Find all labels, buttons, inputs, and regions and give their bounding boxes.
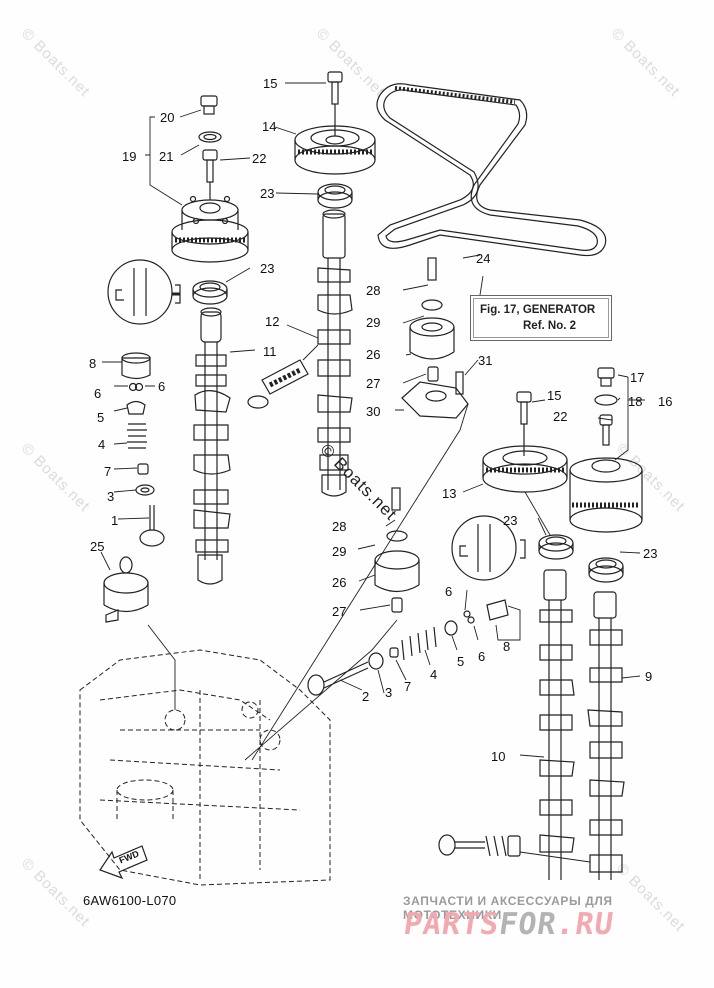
detail-circle-right xyxy=(451,515,517,581)
callout-6[interactable]: 6 xyxy=(445,584,453,599)
brand-part-for: FOR xyxy=(496,907,559,942)
callout-15[interactable]: 15 xyxy=(547,388,562,403)
callout-16[interactable]: 16 xyxy=(658,394,673,409)
callout-6[interactable]: 6 xyxy=(158,379,166,394)
reference-box-generator[interactable]: Fig. 17, GENERATOR Ref. No. 2 xyxy=(470,295,612,341)
callout-14[interactable]: 14 xyxy=(262,119,277,134)
callout-7[interactable]: 7 xyxy=(404,679,412,694)
bolt-31 xyxy=(455,371,464,395)
callout-27[interactable]: 27 xyxy=(332,604,347,619)
bolt-28-upper xyxy=(427,257,437,281)
callout-22[interactable]: 22 xyxy=(553,409,568,424)
callout-3[interactable]: 3 xyxy=(107,489,115,504)
bolt-22 xyxy=(202,149,218,183)
callout-26[interactable]: 26 xyxy=(332,575,347,590)
callout-9[interactable]: 9 xyxy=(645,669,653,684)
camshaft-9 xyxy=(587,591,625,880)
callout-5[interactable]: 5 xyxy=(97,410,105,425)
callout-8[interactable]: 8 xyxy=(503,639,511,654)
callout-17[interactable]: 17 xyxy=(630,370,645,385)
reference-box-line1: Fig. 17, GENERATOR xyxy=(480,304,596,316)
callout-29[interactable]: 29 xyxy=(366,315,381,330)
fwd-arrow-icon xyxy=(99,845,148,880)
callout-28[interactable]: 28 xyxy=(332,519,347,534)
callout-2[interactable]: 2 xyxy=(362,689,370,704)
callout-1[interactable]: 1 xyxy=(111,513,119,528)
callout-21[interactable]: 21 xyxy=(159,149,174,164)
callout-22[interactable]: 22 xyxy=(252,151,267,166)
callout-24[interactable]: 24 xyxy=(476,251,491,266)
tensioner-pulley-26-lower xyxy=(374,487,420,613)
cam-pulley-left xyxy=(171,195,249,263)
cam-pulley-16 xyxy=(569,457,643,533)
callout-23[interactable]: 23 xyxy=(643,546,658,561)
brand-part-ru: .RU xyxy=(554,907,617,942)
callout-23[interactable]: 23 xyxy=(260,186,275,201)
callout-12[interactable]: 12 xyxy=(265,314,280,329)
callout-7[interactable]: 7 xyxy=(104,464,112,479)
callout-13[interactable]: 13 xyxy=(442,486,457,501)
bolt-15-right xyxy=(516,391,532,425)
leader-lines xyxy=(100,82,645,863)
valve-bottom xyxy=(438,834,521,857)
callout-26[interactable]: 26 xyxy=(366,347,381,362)
valve-spring-assy-center xyxy=(247,359,309,409)
callout-18[interactable]: 18 xyxy=(628,394,643,409)
callout-31[interactable]: 31 xyxy=(478,353,493,368)
callout-30[interactable]: 30 xyxy=(366,404,381,419)
engine-block xyxy=(79,649,331,886)
camshaft-12 xyxy=(317,209,353,497)
callout-25[interactable]: 25 xyxy=(90,539,105,554)
callout-4[interactable]: 4 xyxy=(98,437,106,452)
oil-seal-23-right-b xyxy=(588,557,624,583)
washer-21 xyxy=(198,131,222,143)
auto-tensioner-25 xyxy=(103,556,149,623)
timing-belt xyxy=(376,83,607,257)
oil-seal-23-center xyxy=(317,183,353,209)
callout-5[interactable]: 5 xyxy=(457,654,465,669)
cap-bolt-20 xyxy=(200,95,218,115)
tensioner-pulley-26-upper xyxy=(401,257,469,419)
bracket-30 xyxy=(401,381,469,419)
callout-8[interactable]: 8 xyxy=(89,356,97,371)
callout-15[interactable]: 15 xyxy=(263,76,278,91)
cam-pulley-13 xyxy=(482,445,568,493)
callout-23[interactable]: 23 xyxy=(260,261,275,276)
callout-23[interactable]: 23 xyxy=(503,513,518,528)
reference-box-line2: Ref. No. 2 xyxy=(523,320,577,332)
brand-logo[interactable]: PARTSFOR.RU xyxy=(402,907,617,942)
drawing-code: 6AW6100-L070 xyxy=(83,893,177,908)
camshaft-10 xyxy=(539,569,575,880)
callout-11[interactable]: 11 xyxy=(263,344,277,359)
callout-20[interactable]: 20 xyxy=(160,110,175,125)
callout-3[interactable]: 3 xyxy=(385,685,393,700)
detail-circle-left xyxy=(107,259,173,325)
cap-bolt-17 xyxy=(597,367,615,387)
callout-6[interactable]: 6 xyxy=(478,649,486,664)
callout-10[interactable]: 10 xyxy=(491,749,506,764)
callout-29[interactable]: 29 xyxy=(332,544,347,559)
valve-parts-left xyxy=(121,352,165,547)
callout-4[interactable]: 4 xyxy=(430,667,438,682)
callout-27[interactable]: 27 xyxy=(366,376,381,391)
callout-6[interactable]: 6 xyxy=(94,386,102,401)
oil-seal-23-right-a xyxy=(538,534,574,560)
washer-18 xyxy=(594,394,618,406)
bolt-15-top xyxy=(327,71,343,105)
brand-part-parts: PARTS xyxy=(401,907,502,942)
callout-19[interactable]: 19 xyxy=(122,149,137,164)
promo-tagline: ЗАПЧАСТИ И АКСЕССУАРЫ ДЛЯ МОТОТЕХНИКИ xyxy=(403,894,613,922)
callout-28[interactable]: 28 xyxy=(366,283,381,298)
camshaft-11 xyxy=(193,307,231,585)
